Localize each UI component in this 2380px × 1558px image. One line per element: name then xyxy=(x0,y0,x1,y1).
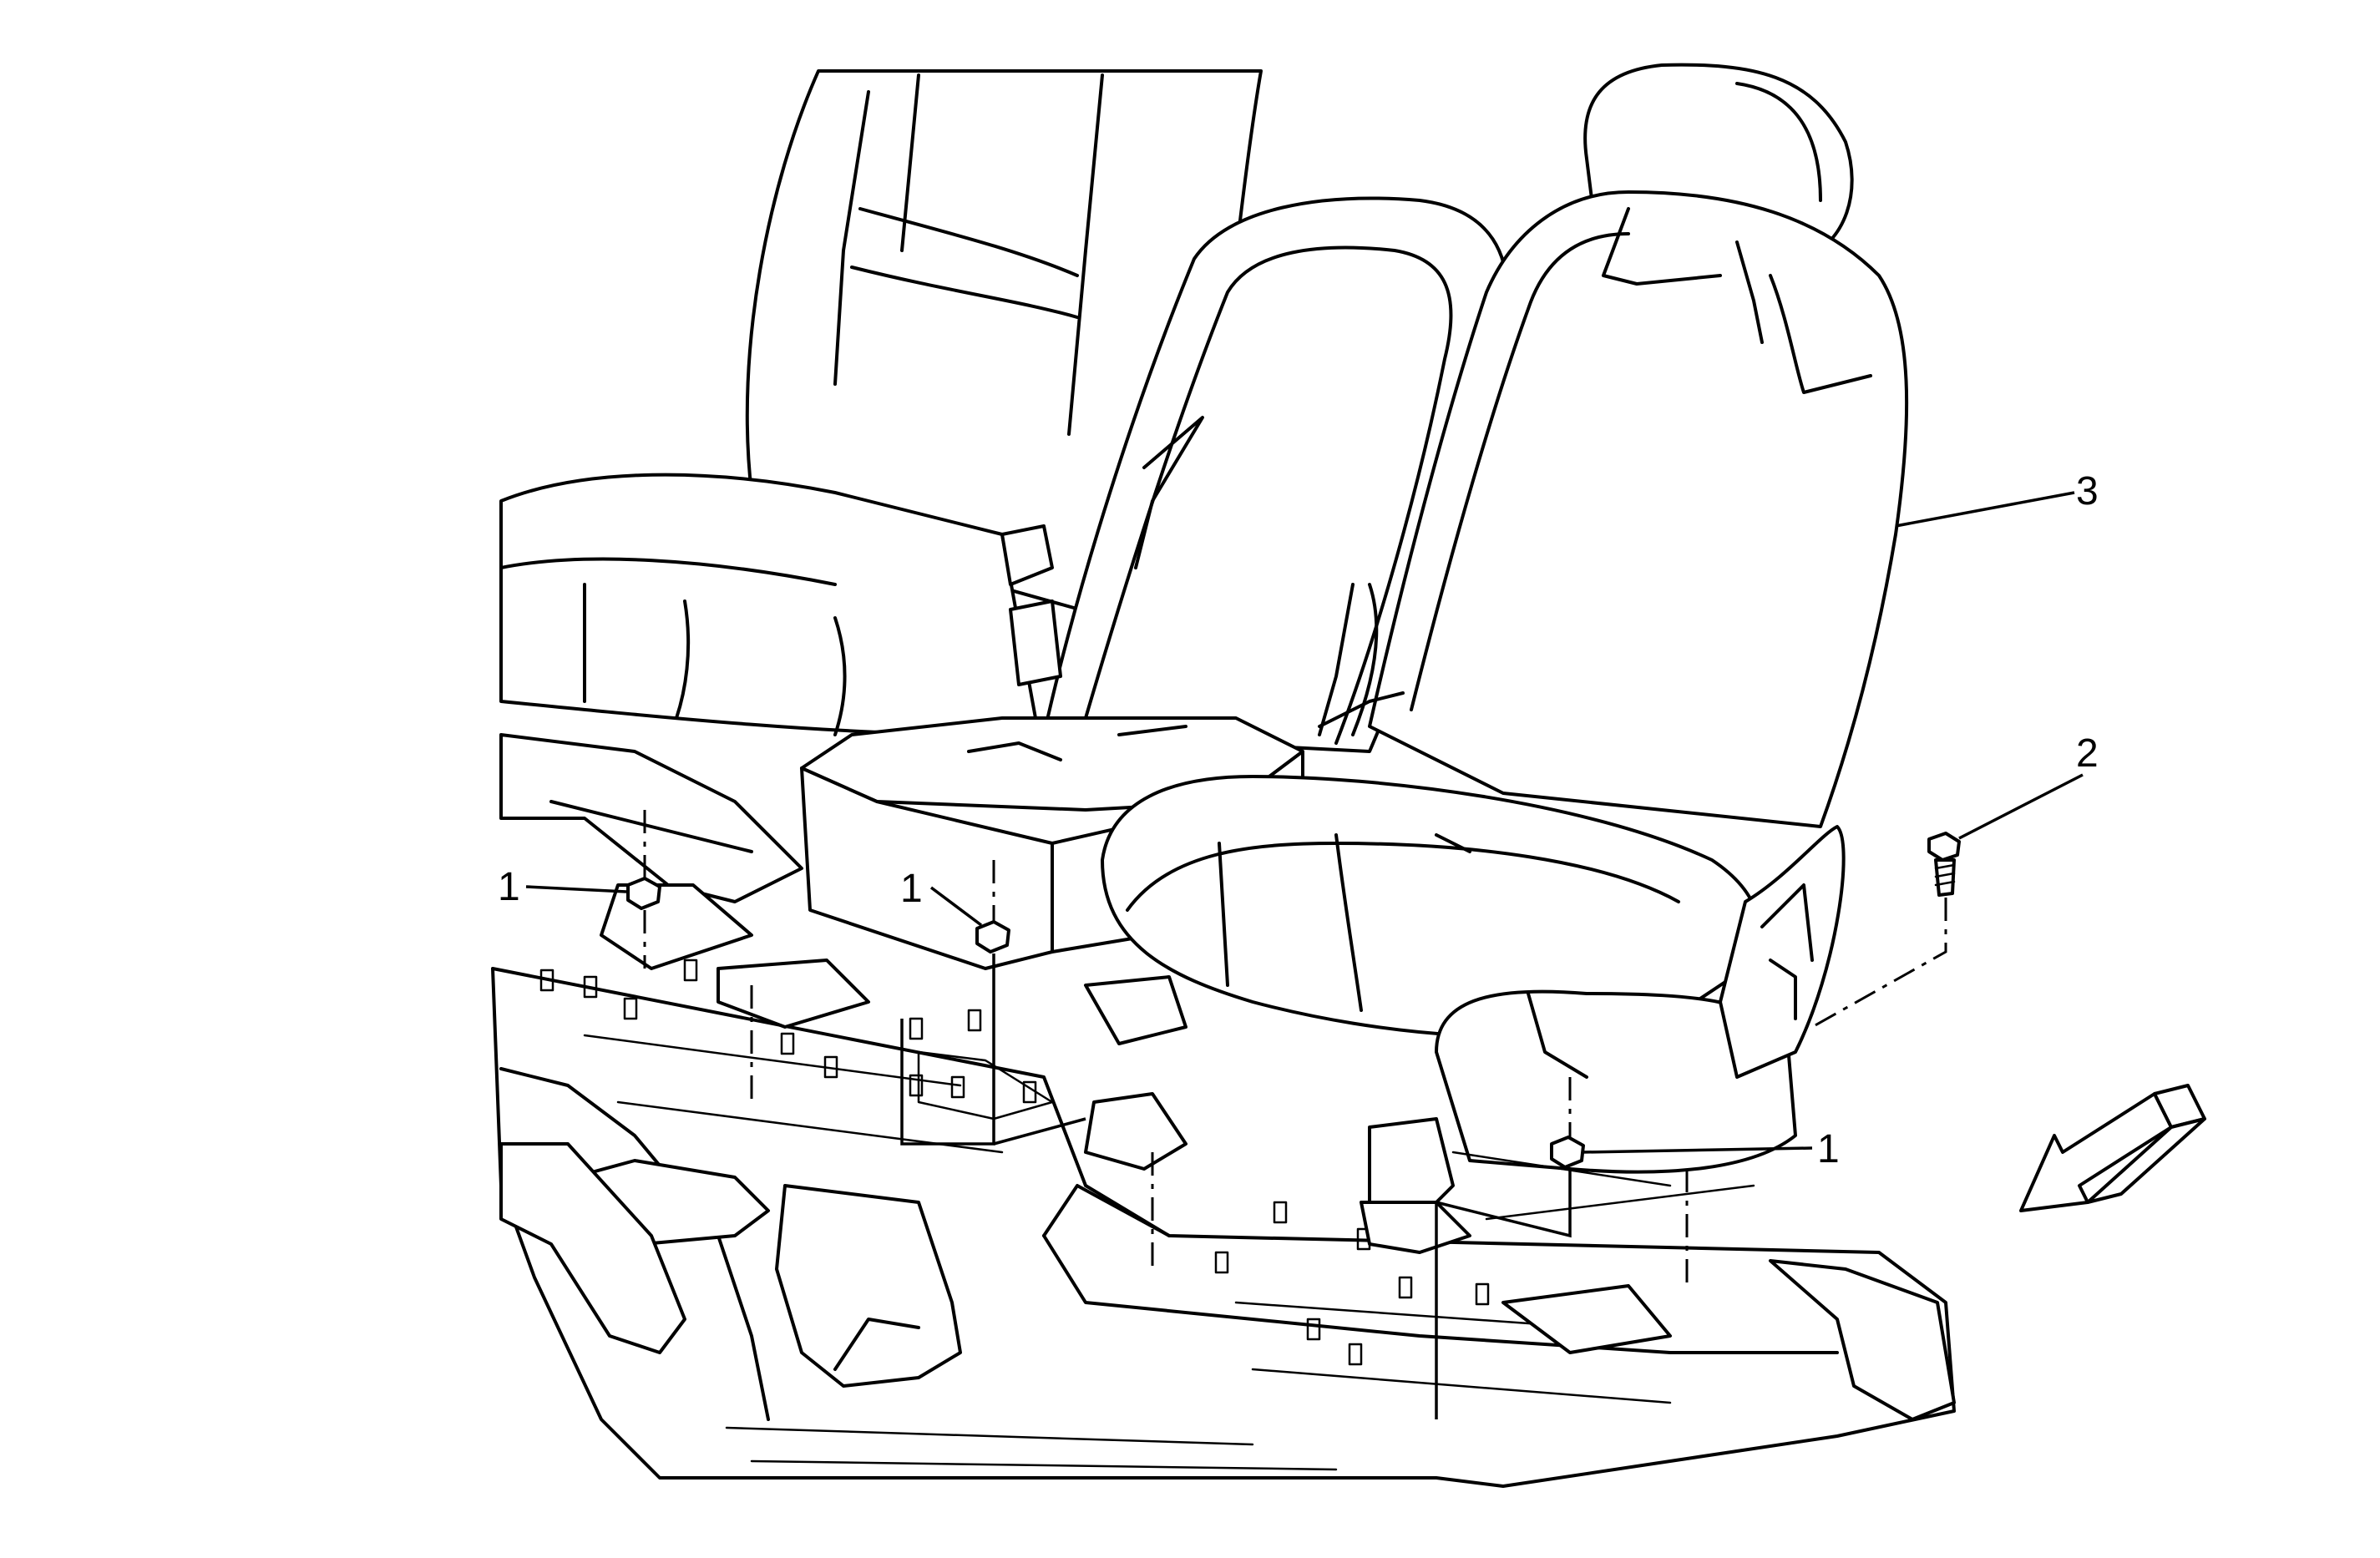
nut-right xyxy=(1550,1136,1585,1169)
callout-nut-right: 1 xyxy=(1817,1127,1840,1171)
leader-lines xyxy=(525,491,2084,1154)
callout-nut-center: 1 xyxy=(900,867,923,911)
floor-pan xyxy=(491,959,1956,1488)
callout-seat-assembly: 3 xyxy=(2076,469,2099,513)
install-paths xyxy=(643,810,1947,1419)
seat-assembly xyxy=(1101,63,1909,1254)
callout-seat-bolt: 2 xyxy=(2076,731,2099,776)
forward-arrow-icon xyxy=(2019,1084,2206,1212)
nut-center xyxy=(975,920,1010,954)
callout-nut-left: 1 xyxy=(498,865,520,909)
nut-left xyxy=(626,877,661,910)
seat-bolt xyxy=(1927,832,1961,897)
